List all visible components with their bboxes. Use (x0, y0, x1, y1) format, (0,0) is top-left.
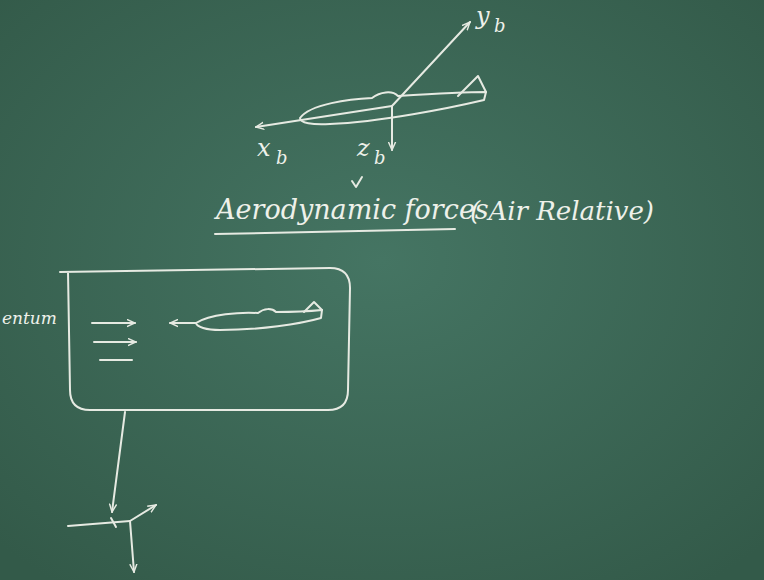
flow-arrow (94, 341, 136, 343)
axis-label: z (357, 136, 370, 160)
flow-arrow (100, 359, 132, 361)
tick-mark (352, 177, 362, 187)
axis-subscript: b (276, 149, 288, 167)
flow-arrow (92, 322, 135, 324)
axis-line (130, 505, 156, 521)
underline (215, 229, 455, 234)
z-axis (391, 106, 393, 150)
axis-subscript: b (494, 17, 506, 35)
axis-tick (111, 518, 116, 527)
y-axis (392, 22, 470, 106)
pointer-arrow (112, 412, 125, 512)
axis-line (68, 521, 130, 526)
cut-word: entum (2, 310, 57, 327)
axis-label: y (476, 4, 490, 28)
note-text: ( Air Relative) (470, 198, 654, 224)
heading-text: Aerodynamic forces (216, 196, 489, 223)
axis-line (130, 521, 134, 572)
airplane-tail (304, 302, 322, 312)
x-axis (256, 106, 392, 127)
axis-subscript: b (374, 149, 386, 167)
airplane-tail (458, 76, 486, 96)
frame-box (60, 268, 350, 410)
axis-label: x (257, 136, 271, 160)
velocity-arrow (170, 322, 196, 324)
